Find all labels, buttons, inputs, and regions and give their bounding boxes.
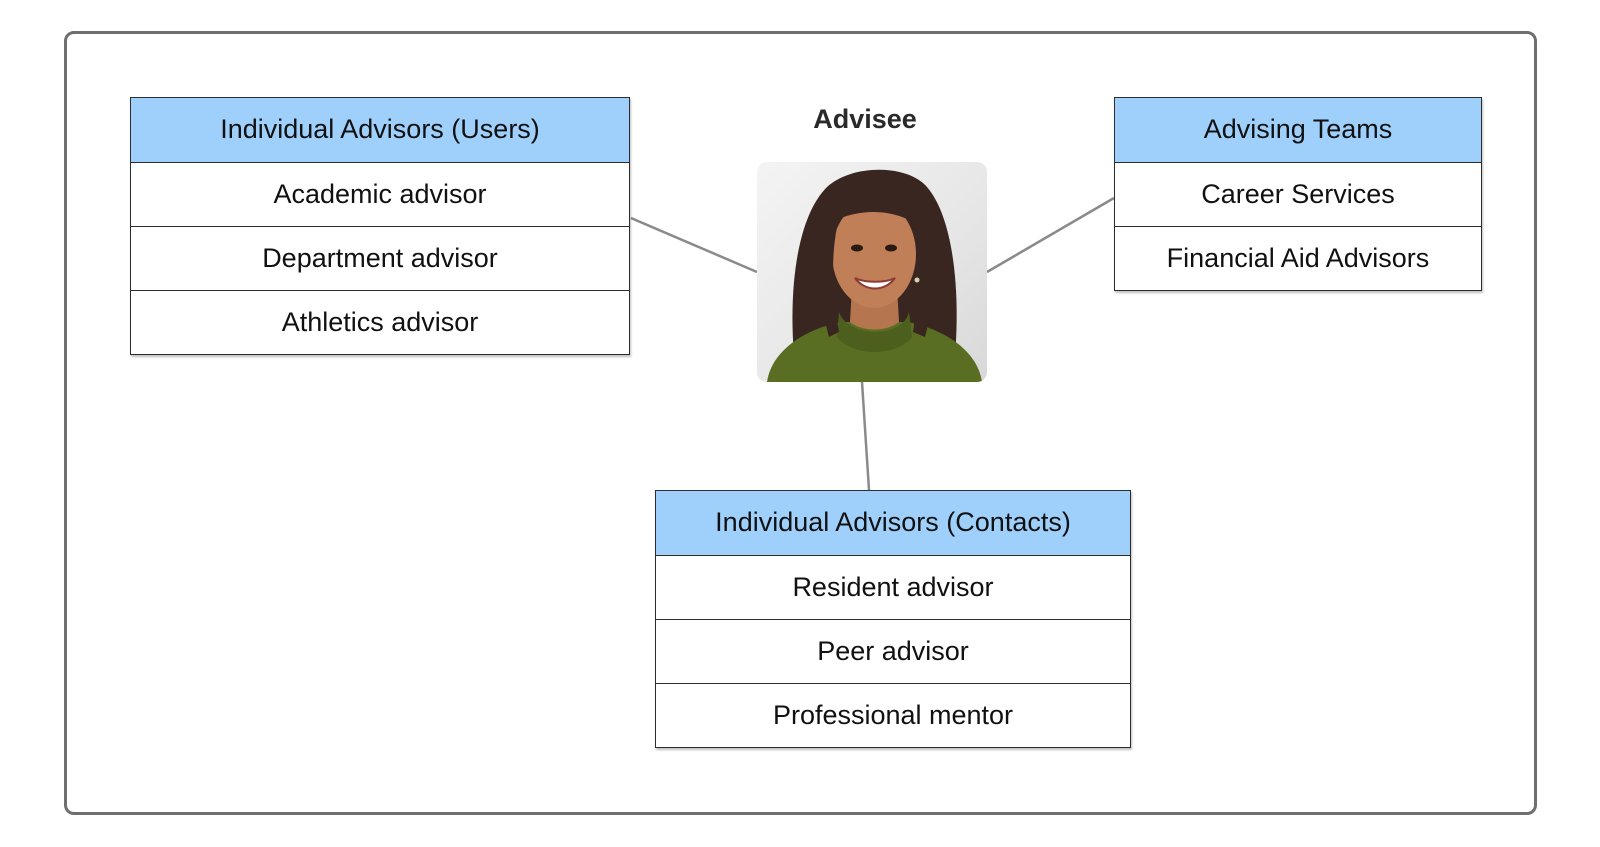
advisee-label: Advisee bbox=[813, 104, 917, 134]
group-item: Financial Aid Advisors bbox=[1115, 226, 1481, 290]
person-portrait-icon bbox=[757, 162, 987, 382]
advisor-group-users: Individual Advisors (Users) Academic adv… bbox=[130, 97, 630, 355]
group-header-teams: Advising Teams bbox=[1115, 98, 1481, 162]
group-header-users: Individual Advisors (Users) bbox=[131, 98, 629, 162]
group-item: Peer advisor bbox=[656, 619, 1130, 683]
group-header-contacts: Individual Advisors (Contacts) bbox=[656, 491, 1130, 555]
group-item: Athletics advisor bbox=[131, 290, 629, 354]
group-item: Department advisor bbox=[131, 226, 629, 290]
advisor-group-contacts: Individual Advisors (Contacts) Resident … bbox=[655, 490, 1131, 748]
group-item: Professional mentor bbox=[656, 683, 1130, 747]
advisor-group-teams: Advising Teams Career Services Financial… bbox=[1114, 97, 1482, 291]
group-item: Academic advisor bbox=[131, 162, 629, 226]
group-item: Career Services bbox=[1115, 162, 1481, 226]
group-item: Resident advisor bbox=[656, 555, 1130, 619]
